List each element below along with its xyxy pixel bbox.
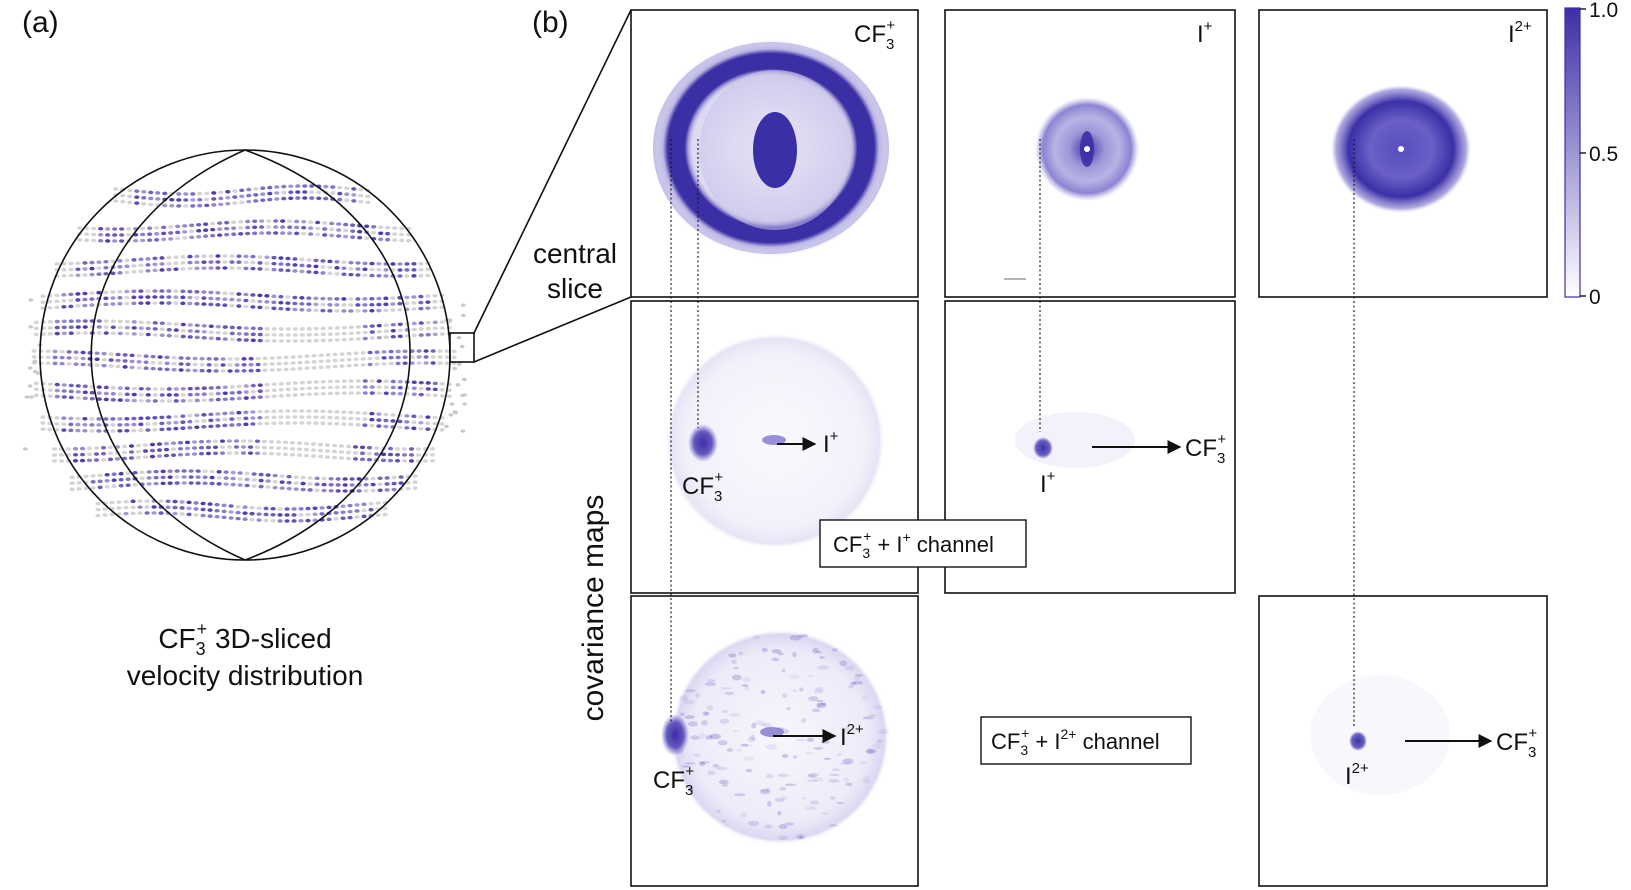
guide-lines bbox=[670, 139, 1355, 726]
channel1-cf: CF bbox=[833, 532, 862, 557]
sphere-meridian bbox=[90, 149, 411, 561]
channel1-sub: 3 bbox=[862, 545, 870, 561]
noise-speckles bbox=[677, 634, 889, 840]
velocity-slice-points bbox=[22, 184, 468, 523]
channel2-rest: channel bbox=[1076, 729, 1159, 754]
caption-a-line2: velocity distribution bbox=[127, 660, 364, 691]
cov2-label-cf3-sub: 3 bbox=[1217, 450, 1225, 467]
channel-box-cf3-i2: CF3+ + I2+ channel bbox=[980, 716, 1192, 765]
channel-box-cf3-i1: CF3+ + I+ channel bbox=[819, 519, 1027, 568]
caption-a-rest: 3D-sliced bbox=[207, 623, 331, 654]
panel-label-a: (a) bbox=[22, 6, 59, 39]
svg-text:I2+: I2+ bbox=[840, 721, 864, 751]
cov4-label-i2: I bbox=[1345, 763, 1352, 790]
slice-header-cf3-sup: + bbox=[886, 17, 895, 34]
cov4-label-cf3-sub: 3 bbox=[1528, 744, 1536, 761]
slice-header-cf3-sub: 3 bbox=[886, 36, 894, 53]
channel2-sup: + bbox=[1021, 725, 1029, 741]
slice-panel-i2: I2+ bbox=[1258, 9, 1548, 298]
channel1-rest: channel bbox=[911, 532, 994, 557]
cov4-label-i2-sup: 2+ bbox=[1352, 760, 1369, 777]
slice-panel-i1: I+ bbox=[944, 9, 1236, 298]
cov2-label-cf3: CF bbox=[1185, 435, 1217, 462]
row-label-covariance: covariance maps bbox=[577, 495, 610, 722]
cov-panel-cf3-i2: I2+ CF3 + bbox=[630, 595, 919, 887]
cov-panel-i2-cf3: CF3 + I2+ bbox=[1258, 595, 1548, 887]
slice-header-i1: I bbox=[1197, 21, 1204, 48]
colorbar-tick-mid: 0.5 bbox=[1589, 143, 1618, 166]
colorbar: 1.0 0.5 0 bbox=[1564, 0, 1618, 309]
cov2-label-i1: I bbox=[1040, 471, 1047, 498]
channel1-sup2: + bbox=[903, 529, 911, 545]
svg-text:CF3+: CF3 + bbox=[682, 469, 723, 505]
cov1-label-cf3-sub: 3 bbox=[714, 488, 722, 505]
channel2-mid: + I bbox=[1029, 729, 1060, 754]
sphere-3d-slices bbox=[22, 149, 475, 561]
slice-header-i1-sup: + bbox=[1204, 18, 1213, 35]
svg-text:CF3+: CF3 + bbox=[653, 763, 694, 799]
slice-header-i2-sup: 2+ bbox=[1515, 18, 1532, 35]
channel2-sup2: 2+ bbox=[1061, 726, 1077, 742]
caption-a-ion-sup: + bbox=[197, 619, 208, 639]
channel1-mid: + I bbox=[871, 532, 902, 557]
cov2-label-i1-sup: + bbox=[1047, 468, 1056, 485]
sphere-outline bbox=[39, 149, 451, 561]
caption-a-ion-sub: 3 bbox=[196, 639, 206, 659]
cov4-label-cf3: CF bbox=[1496, 729, 1528, 756]
cov3-label-i2: I bbox=[840, 724, 847, 751]
svg-text:I+: I+ bbox=[823, 428, 839, 458]
svg-text:CF3+ 3D-sliced: CF3+ 3D-sliced bbox=[158, 619, 331, 659]
caption-a: CF3+ 3D-sliced velocity distribution bbox=[127, 619, 364, 691]
cov1-label-i1: I bbox=[823, 431, 830, 458]
svg-text:CF3+: CF3 + bbox=[854, 17, 895, 53]
slice-bracket bbox=[449, 332, 475, 363]
colorbar-tick-min: 0 bbox=[1589, 286, 1601, 309]
svg-text:CF3+ + I+ channel: CF3+ + I+ channel bbox=[833, 528, 994, 561]
cov1-label-cf3: CF bbox=[682, 473, 714, 500]
cov3-label-cf3-sup: + bbox=[685, 763, 694, 780]
channel2-cf: CF bbox=[991, 729, 1020, 754]
cov2-label-cf3-sup: + bbox=[1217, 431, 1226, 448]
svg-text:I2+: I2+ bbox=[1508, 18, 1532, 48]
zoom-line-top bbox=[473, 9, 632, 334]
row-label-central-1: central bbox=[533, 238, 617, 269]
channel1-sup: + bbox=[863, 528, 871, 544]
svg-text:I+: I+ bbox=[1040, 468, 1056, 498]
svg-text:CF3+: CF3 + bbox=[1496, 725, 1537, 761]
channel2-sub: 3 bbox=[1020, 742, 1028, 758]
row-label-central-2: slice bbox=[547, 273, 603, 304]
cov4-label-cf3-sup: + bbox=[1528, 725, 1537, 742]
caption-a-ion: CF bbox=[158, 623, 195, 654]
cov3-label-cf3-sub: 3 bbox=[685, 782, 693, 799]
slice-header-cf3: CF bbox=[854, 21, 886, 48]
slice-header-i2: I bbox=[1508, 21, 1515, 48]
svg-text:CF3+: CF3 + bbox=[1185, 431, 1226, 467]
colorbar-gradient bbox=[1564, 7, 1581, 298]
zoom-line-bottom bbox=[473, 296, 632, 363]
svg-text:I+: I+ bbox=[1197, 18, 1213, 48]
panel-label-b: (b) bbox=[532, 6, 569, 39]
cov3-label-cf3: CF bbox=[653, 767, 685, 794]
cov1-label-i1-sup: + bbox=[830, 428, 839, 445]
svg-text:CF3+ + I2+ channel: CF3+ + I2+ channel bbox=[991, 725, 1160, 758]
slice-panel-cf3: CF3 + bbox=[630, 9, 919, 298]
cov3-label-i2-sup: 2+ bbox=[847, 721, 864, 738]
svg-text:I2+: I2+ bbox=[1345, 760, 1369, 790]
colorbar-tick-max: 1.0 bbox=[1589, 0, 1618, 22]
cov1-label-cf3-sup: + bbox=[714, 469, 723, 486]
